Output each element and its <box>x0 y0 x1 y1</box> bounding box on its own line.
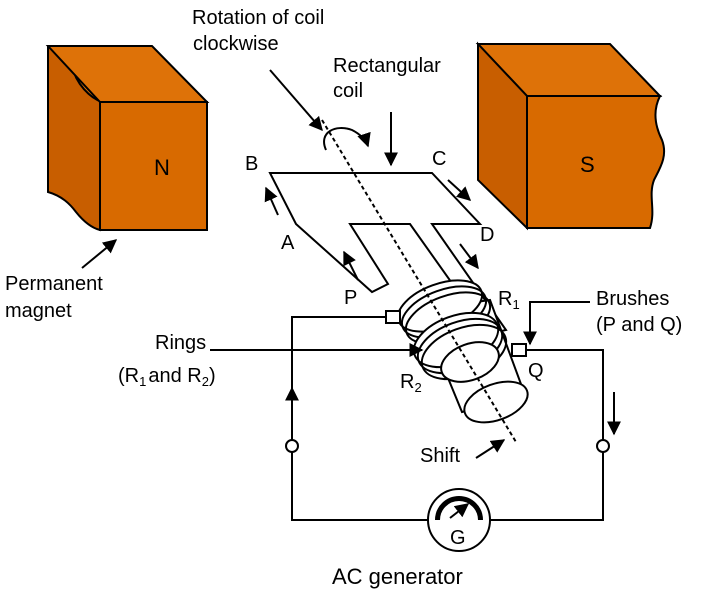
shaft-end <box>463 380 529 424</box>
permanent-magnet-line2: magnet <box>5 300 72 322</box>
point-a-label: A <box>281 232 295 254</box>
south-magnet: S <box>475 41 666 231</box>
arrow-permanent-magnet <box>81 239 118 269</box>
permanent-magnet-line1: Permanent <box>5 273 103 295</box>
north-magnet-front <box>99 101 208 231</box>
point-q-label: Q <box>528 360 544 382</box>
ring-r2-hub <box>440 341 500 383</box>
point-b-label: B <box>245 153 258 175</box>
brush-p <box>385 310 401 324</box>
arrow-shift <box>475 439 506 459</box>
brushes-label-line1: Brushes <box>596 288 669 310</box>
ring-r2-label: R2 <box>400 371 422 395</box>
slip-ring-assembly <box>396 279 529 424</box>
rect-coil-label-line2: coil <box>333 80 363 102</box>
wire-right <box>526 349 604 440</box>
galvanometer: G <box>427 488 491 552</box>
ring-r1-label: R1 <box>498 288 520 312</box>
rotation-label-line2: clockwise <box>193 33 279 55</box>
north-magnet-top-face <box>45 45 210 103</box>
brush-q <box>511 343 527 357</box>
arrow-current-d <box>459 243 479 270</box>
arrow-current-p <box>343 250 359 281</box>
terminal-right <box>596 439 610 453</box>
north-magnet: N <box>45 44 210 232</box>
arrow-brushes <box>523 301 590 346</box>
shift-label: Shift <box>420 445 460 467</box>
wire-left <box>291 316 386 440</box>
south-pole-label: S <box>580 152 595 177</box>
wire-right-bottom <box>490 452 604 521</box>
arrow-current-cd <box>447 179 472 201</box>
wire-left-bottom <box>291 452 428 521</box>
north-pole-label: N <box>154 155 170 180</box>
arrow-current-ab <box>264 186 279 216</box>
galvanometer-label: G <box>450 527 466 549</box>
rings-label-line1: Rings <box>155 332 206 354</box>
galvanometer-scale <box>435 496 483 521</box>
point-d-label: D <box>480 224 494 246</box>
terminal-left <box>285 439 299 453</box>
coil-outline <box>268 172 508 336</box>
rectangular-coil <box>268 172 508 336</box>
arrows <box>81 69 621 459</box>
galvanometer-scale-inner <box>440 501 478 521</box>
south-magnet-front <box>526 95 666 229</box>
arrow-rotation-label <box>269 69 323 132</box>
ac-generator-label: AC generator <box>332 564 463 589</box>
point-p-label: P <box>344 287 357 309</box>
point-c-label: C <box>432 148 446 170</box>
brushes-label-line2: (P and Q) <box>596 314 682 336</box>
arrow-rotation-curl <box>323 127 371 151</box>
rotation-label-line1: Rotation of coil <box>192 7 324 29</box>
rect-coil-label-line1: Rectangular <box>333 55 441 77</box>
galvanometer-needle <box>449 503 470 519</box>
